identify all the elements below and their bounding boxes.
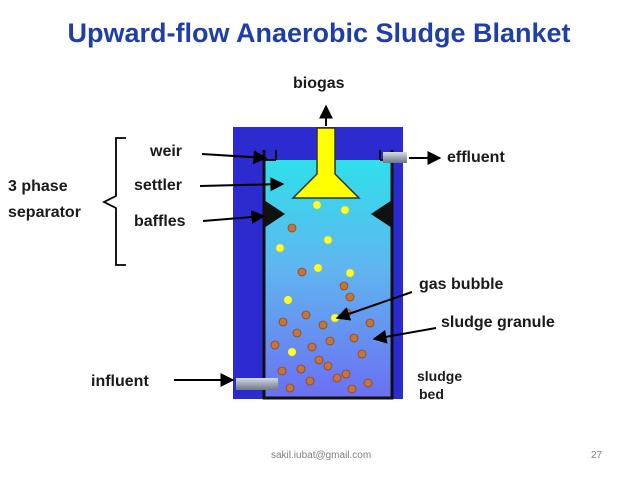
weir-label: weir (150, 143, 183, 160)
slide-title: Upward-flow Anaerobic Sludge Blanket (67, 18, 571, 48)
gas-separator (291, 127, 361, 199)
effluent-label: effluent (447, 149, 505, 166)
gas-bubble-label: gas bubble (419, 276, 504, 293)
gas-bubble-arrow (335, 291, 413, 321)
influent-label: influent (91, 373, 149, 390)
weir-arrow (201, 150, 268, 165)
label-arrows (174, 104, 442, 387)
effluent-pipe (383, 152, 407, 163)
footer-email: sakil.iubat@gmail.com (271, 450, 372, 461)
sludge-granules (270, 223, 375, 394)
footer-page-number: 27 (591, 450, 603, 461)
baffle-left (264, 200, 285, 228)
sludge-bed-label-line1: sludge (417, 368, 463, 384)
sludge-granule-label: sludge granule (441, 314, 555, 331)
separator-brace (101, 137, 126, 266)
three-phase-label-line2: separator (8, 204, 81, 221)
baffle-right (371, 200, 392, 228)
reactor-liquid (264, 160, 392, 398)
three-phase-label-line1: 3 phase (8, 178, 68, 195)
settler-arrow (199, 177, 285, 192)
reactor-inner-outline (262, 150, 394, 400)
influent-pipe (236, 378, 278, 390)
baffles-label: baffles (134, 213, 186, 230)
baffles-arrow (202, 210, 266, 225)
settler-label: settler (134, 177, 183, 194)
biogas-label: biogas (293, 75, 345, 92)
sludge-granule-arrow (372, 327, 437, 344)
sludge-bed-label-line2: bed (419, 386, 444, 402)
